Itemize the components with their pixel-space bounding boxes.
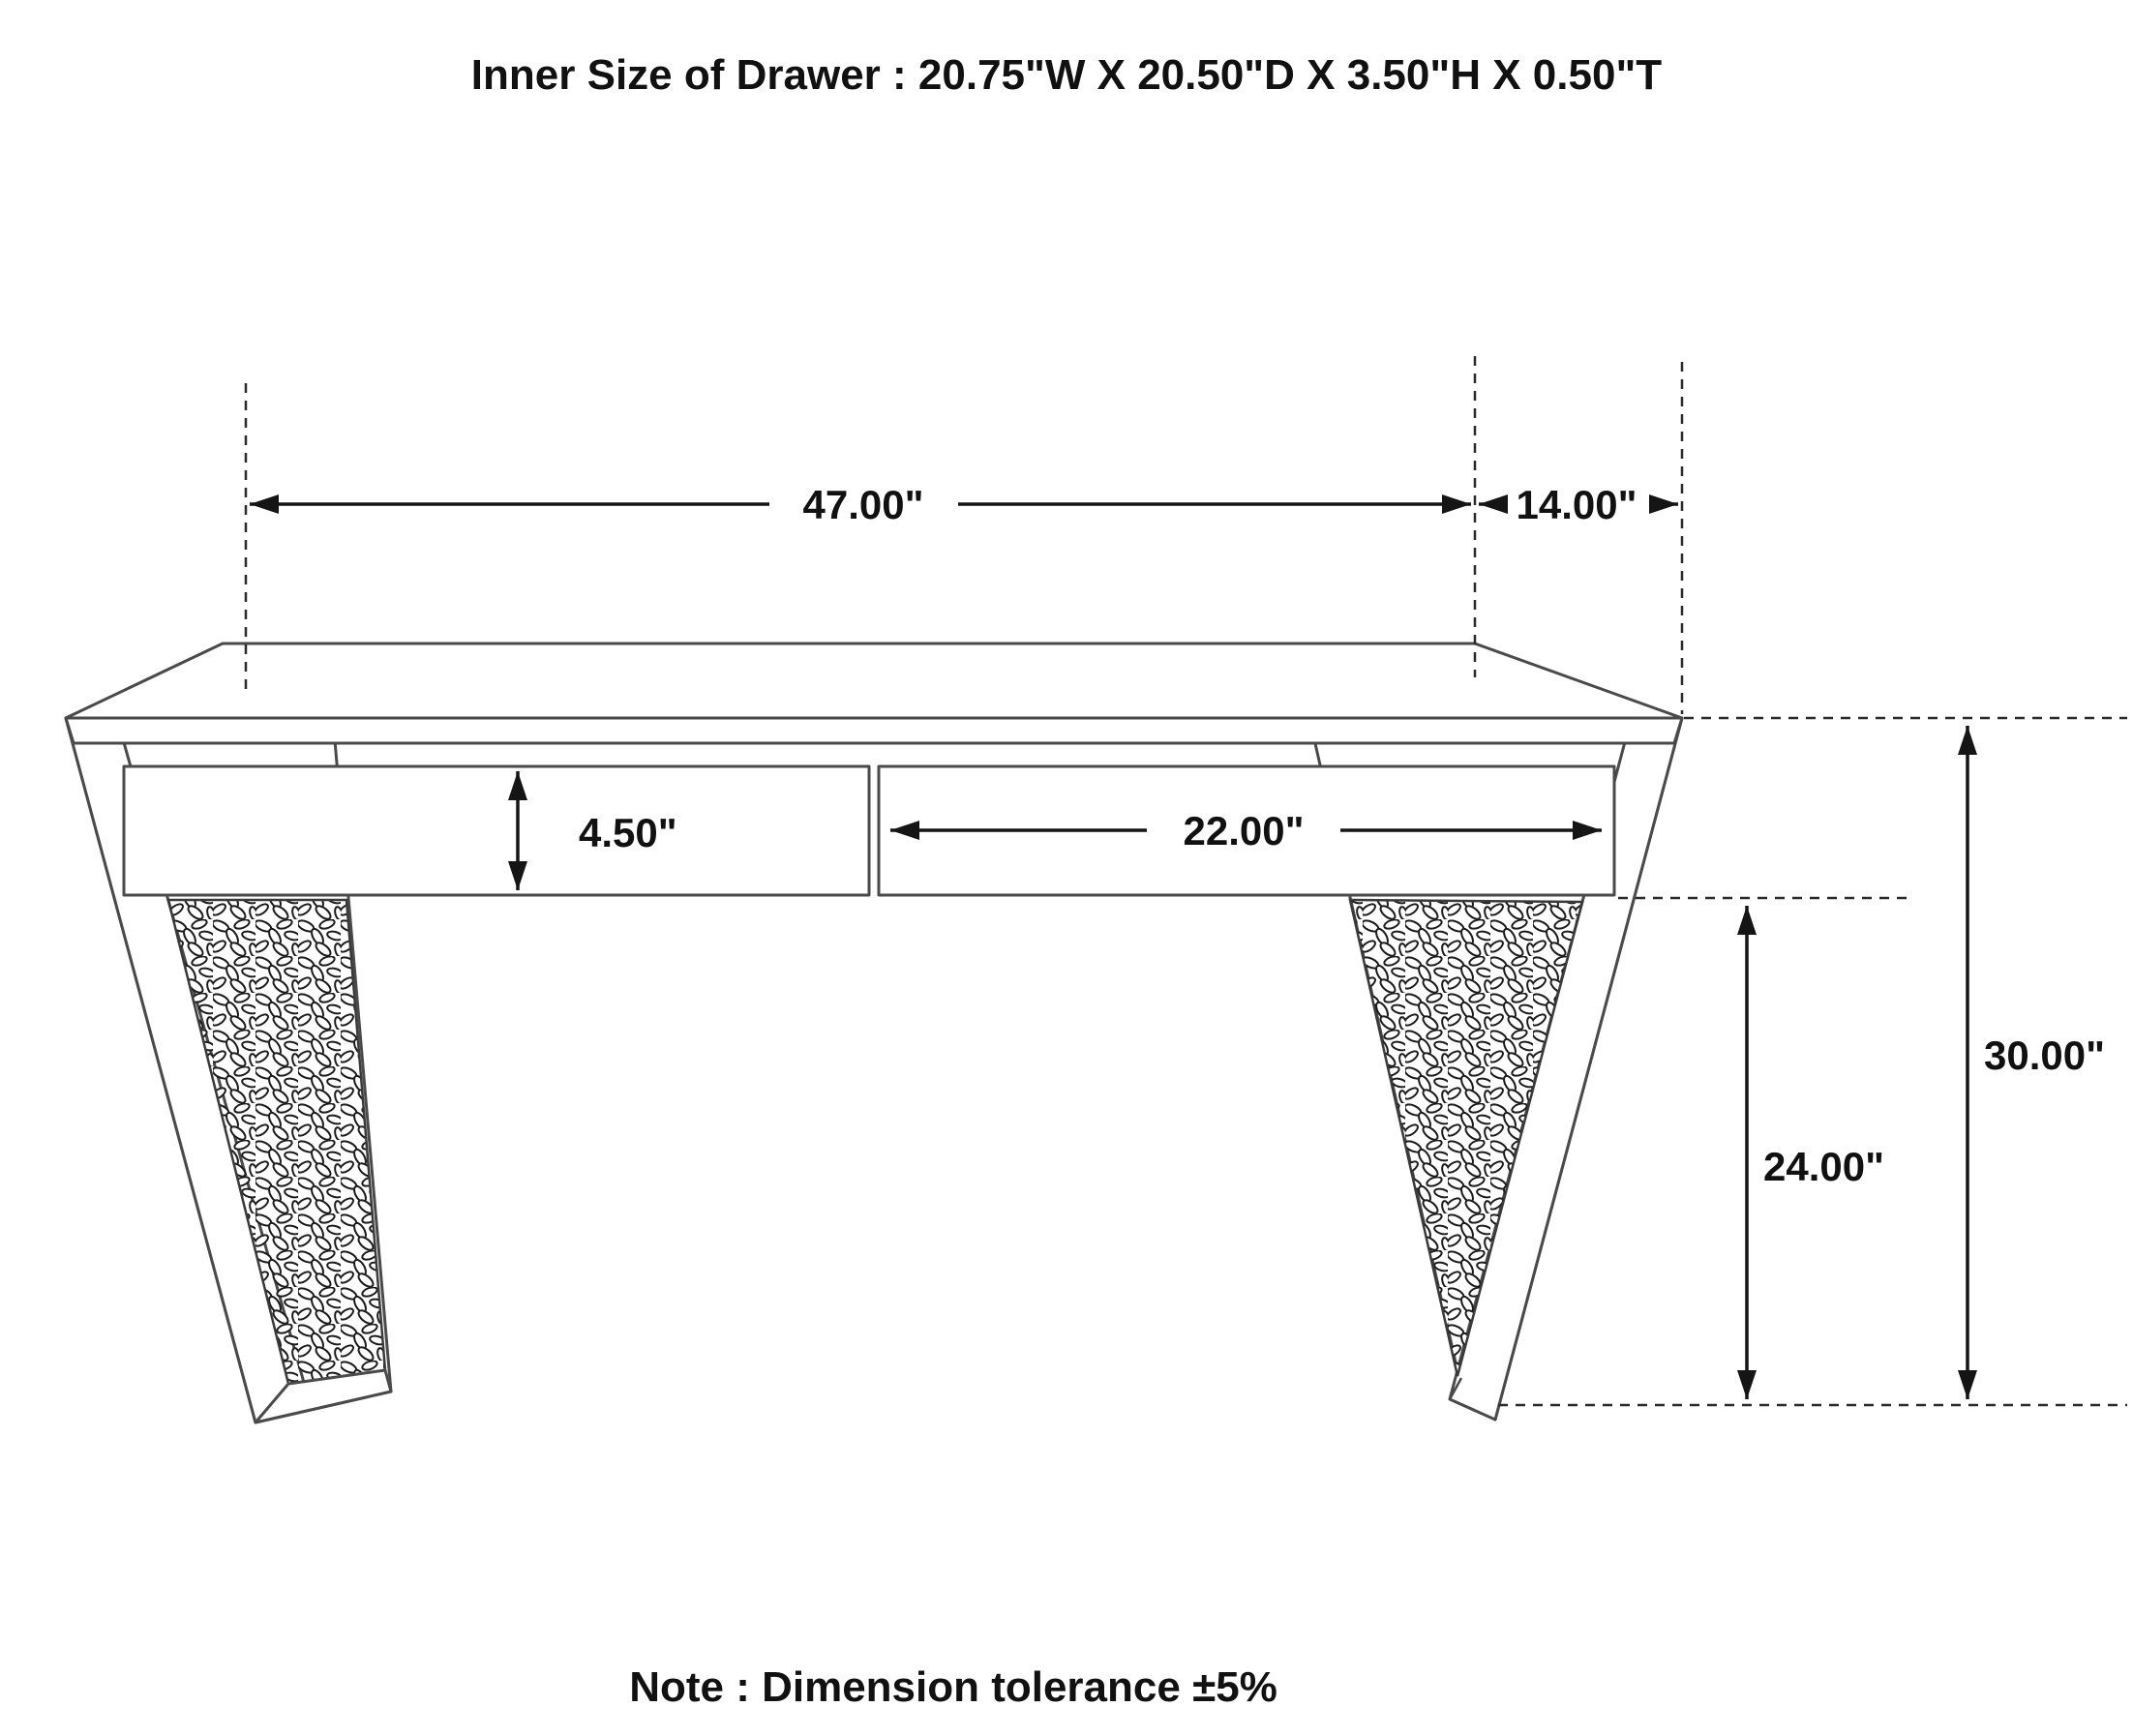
- tolerance-note: Note : Dimension tolerance ±5%: [629, 1663, 1277, 1711]
- desk-top-front-edge: [64, 716, 1684, 745]
- right-leg-foot-line: [1448, 1377, 1463, 1400]
- left-drawer-front: [122, 764, 871, 897]
- left-leg-foot: [254, 1368, 393, 1424]
- drawer-width-label: 22.00": [1183, 808, 1304, 853]
- dimension-annotations: 47.00" 14.00" 4.50" 22.00" 30.00" 24.00": [244, 356, 2127, 1407]
- desk-top: [64, 642, 1684, 745]
- clearance-height-label: 24.00": [1763, 1144, 1884, 1189]
- dimension-clearance-height: 24.00": [1737, 906, 1884, 1399]
- dimension-overall-width: 47.00": [250, 482, 1471, 527]
- desk-top-surface: [64, 642, 1684, 720]
- overall-height-label: 30.00": [1984, 1033, 2105, 1078]
- dimension-side-depth: 14.00": [1479, 482, 1678, 527]
- drawer-height-label: 4.50": [579, 810, 677, 855]
- diagram-title: Inner Size of Drawer : 20.75"W X 20.50"D…: [471, 51, 1663, 99]
- dimension-drawer-width: 22.00": [890, 808, 1602, 853]
- dimension-drawer-height: 4.50": [508, 771, 677, 890]
- side-depth-label: 14.00": [1516, 482, 1637, 527]
- desk-drawers: [122, 764, 1616, 897]
- right-leg-pebble-panel: [1348, 898, 1584, 1377]
- desk-drawing: [64, 642, 1684, 1424]
- overall-width-label: 47.00": [802, 482, 923, 527]
- dimension-overall-height: 30.00": [1958, 726, 2105, 1399]
